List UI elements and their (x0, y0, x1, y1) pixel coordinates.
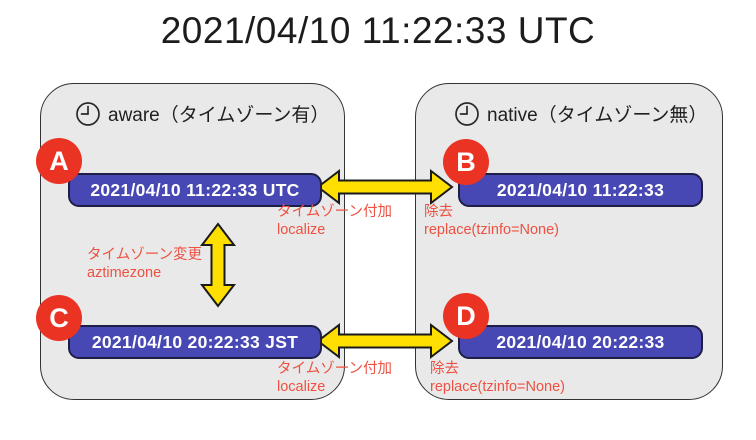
label-line: localize (277, 378, 326, 395)
label-line: replace(tzinfo=None) (430, 378, 566, 395)
label-replace-top: 除去 replace(tzinfo=None) (424, 204, 559, 239)
label-line: aztimezone (87, 264, 162, 281)
label-astimezone: タイムゾーン変更 aztimezone (87, 247, 202, 282)
panel-native-label: native（タイムゾーン無） (487, 105, 708, 126)
label-line: localize (277, 221, 326, 238)
panel-aware-label: aware（タイムゾーン有） (108, 105, 330, 126)
badge-d: D (443, 293, 489, 339)
page-title: 2021/04/10 11:22:33 UTC (160, 10, 596, 51)
clock-icon (455, 101, 479, 126)
node-a-datetime: 2021/04/10 11:22:33 UTC (68, 173, 322, 207)
panel-native-header: native（タイムゾーン無） (454, 100, 722, 127)
label-line: タイムゾーン変更 (87, 247, 202, 263)
label-line: replace(tzinfo=None) (424, 221, 560, 238)
badge-c: C (36, 295, 82, 341)
label-line: 除去 (424, 204, 453, 220)
label-replace-bottom: 除去 replace(tzinfo=None) (430, 361, 565, 396)
label-localize-top: タイムゾーン付加 localize (277, 204, 392, 239)
label-line: タイムゾーン付加 (277, 361, 392, 377)
node-b-datetime: 2021/04/10 11:22:33 (458, 173, 703, 207)
badge-b: B (443, 139, 489, 185)
panel-aware-header: aware（タイムゾーン有） (75, 100, 344, 127)
label-line: タイムゾーン付加 (277, 204, 392, 220)
badge-a: A (36, 138, 82, 184)
label-line: 除去 (430, 361, 459, 377)
label-localize-bottom: タイムゾーン付加 localize (277, 361, 392, 396)
node-c-datetime: 2021/04/10 20:22:33 JST (68, 325, 322, 359)
clock-icon (76, 101, 100, 126)
node-d-datetime: 2021/04/10 20:22:33 (458, 325, 703, 359)
